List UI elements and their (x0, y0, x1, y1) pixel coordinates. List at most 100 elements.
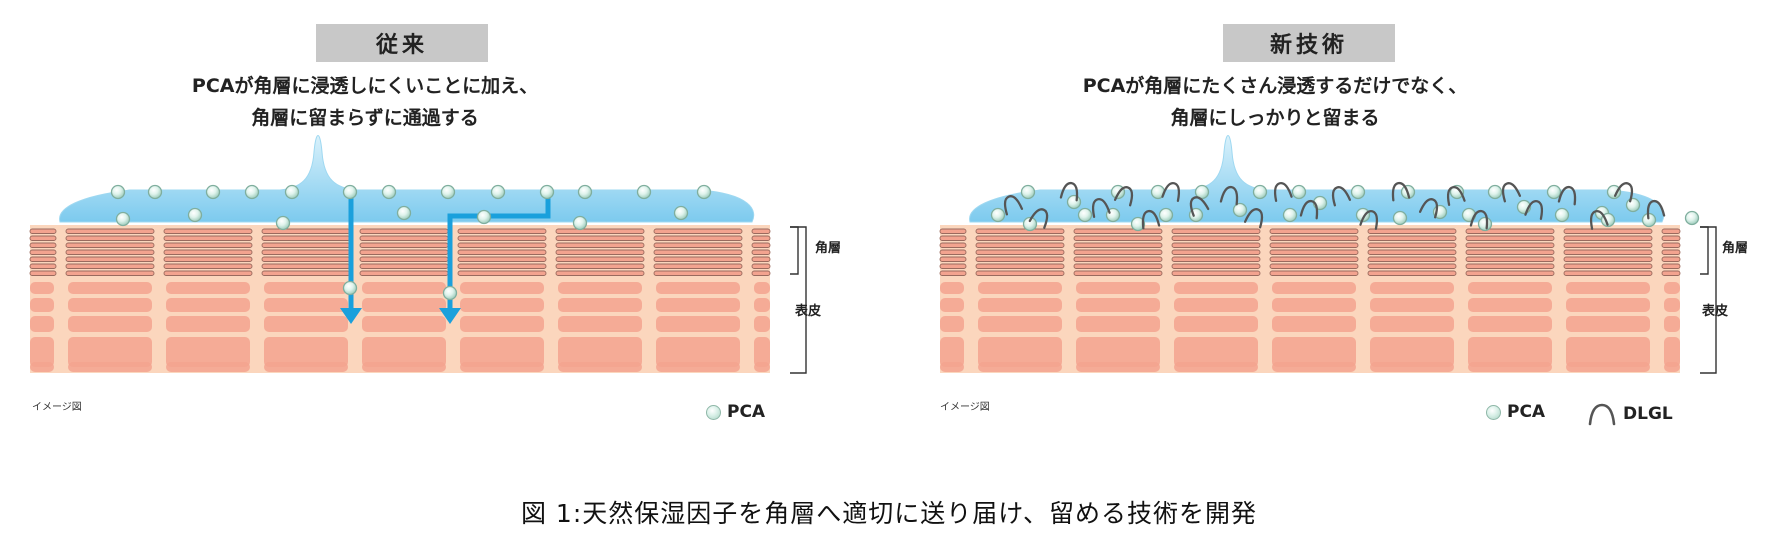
corneocyte (1269, 263, 1359, 269)
corneocyte (555, 256, 645, 262)
pca-legend-icon (706, 404, 721, 420)
epidermal-cell (460, 298, 544, 312)
corneocyte (975, 242, 1065, 248)
epidermal-cell (362, 282, 446, 294)
pca-molecule (1350, 184, 1366, 200)
pca-molecule (1546, 184, 1562, 200)
pca-molecule (572, 215, 588, 231)
pca-molecule (187, 207, 203, 223)
epidermal-cell (1664, 362, 1680, 372)
corneocyte (65, 228, 155, 234)
corneocyte (1073, 263, 1163, 269)
corneocyte (359, 256, 449, 262)
corneocyte (1073, 235, 1163, 241)
panel-subtitle: PCAが角層に浸透しにくいことに加え、 角層に留まらずに通過する (0, 70, 730, 134)
corneocyte (1367, 263, 1457, 269)
corneocyte (555, 249, 645, 255)
epidermal-cell (68, 316, 152, 332)
corneocyte (751, 263, 771, 269)
corneocyte (29, 270, 57, 276)
corneocyte (1563, 242, 1653, 248)
corneocyte (163, 270, 253, 276)
skin-diagram (939, 135, 1717, 374)
pca-molecule (1252, 184, 1268, 200)
corneocyte (457, 249, 547, 255)
epidermal-cell (1468, 282, 1552, 294)
epidermal-cell (264, 337, 348, 367)
arrow-head (340, 308, 362, 324)
corneocyte (457, 270, 547, 276)
epidermal-cell (1664, 298, 1680, 312)
subtitle-line-1: PCAが角層に浸透しにくいことに加え、 (191, 75, 539, 97)
corneocyte (1367, 256, 1457, 262)
corneocyte (555, 235, 645, 241)
corneocyte (1171, 256, 1261, 262)
corneocyte (1563, 263, 1653, 269)
corneocyte (457, 263, 547, 269)
dlgl-molecule (1219, 185, 1239, 206)
epidermal-cell (1272, 337, 1356, 367)
corneocyte (1171, 235, 1261, 241)
corneocyte (1171, 228, 1261, 234)
pca-molecule (110, 184, 126, 200)
epidermal-cell (166, 316, 250, 332)
corneocyte (261, 228, 351, 234)
pca-molecule (342, 280, 358, 296)
corneocyte (261, 263, 351, 269)
epidermal-cell (166, 298, 250, 312)
corneocyte (1269, 256, 1359, 262)
image-note: イメージ図 (32, 402, 82, 413)
corneocyte (1661, 235, 1681, 241)
corneocyte (457, 242, 547, 248)
pca-molecule (1282, 207, 1298, 223)
corneocyte (1661, 242, 1681, 248)
corneocyte (653, 228, 743, 234)
legend-pca-label: PCA (727, 402, 766, 422)
pca-molecule (1066, 194, 1082, 210)
corneocyte (1269, 249, 1359, 255)
corneocyte (751, 235, 771, 241)
legend-dlgl-label: DLGL (1623, 404, 1673, 424)
epidermal-cell (1370, 298, 1454, 312)
corneocyte (359, 263, 449, 269)
pca-molecule (1077, 207, 1093, 223)
epidermal-cell (68, 362, 152, 372)
dlgl-molecule (1273, 181, 1293, 202)
dlgl-molecule (1141, 209, 1161, 230)
corneocyte (457, 228, 547, 234)
panel-subtitle: PCAが角層にたくさん浸透するだけでなく、 角層にしっかりと留まる (910, 70, 1640, 134)
bracket-stratum-corneum (1700, 226, 1709, 275)
epidermal-cell (68, 337, 152, 367)
skin-diagram (29, 135, 807, 374)
epidermal-cell (940, 337, 964, 367)
epidermal-cell (754, 362, 770, 372)
epidermal-cell (362, 362, 446, 372)
corneocyte (653, 256, 743, 262)
corneocyte (163, 263, 253, 269)
corneocyte (939, 249, 967, 255)
epidermal-cell (1076, 298, 1160, 312)
pca-molecule (1291, 184, 1307, 200)
pca-molecule (244, 184, 260, 200)
label-epidermis: 表皮 (795, 304, 822, 319)
epidermal-cell (1664, 316, 1680, 332)
corneocyte (29, 256, 57, 262)
corneocyte (1171, 270, 1261, 276)
corneocyte (653, 242, 743, 248)
dlgl-molecule (1469, 209, 1489, 230)
epidermal-cell (1664, 282, 1680, 294)
pca-molecule (1355, 207, 1371, 223)
corneocyte (975, 249, 1065, 255)
pca-molecule (1392, 210, 1408, 226)
corneocyte (751, 228, 771, 234)
corneocyte (1465, 228, 1555, 234)
epidermal-cell (1370, 282, 1454, 294)
corneocyte (653, 249, 743, 255)
pca-molecule (539, 184, 555, 200)
corneocyte (261, 249, 351, 255)
corneocyte (65, 263, 155, 269)
corneocyte (65, 242, 155, 248)
epidermal-cell (1174, 337, 1258, 367)
epidermal-cell (656, 282, 740, 294)
corneocyte (1269, 228, 1359, 234)
